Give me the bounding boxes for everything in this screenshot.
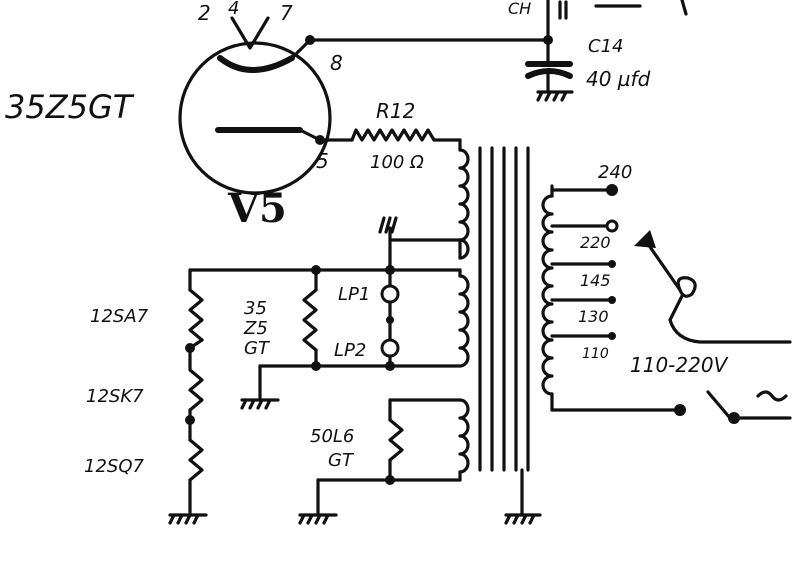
pin-7-label: 7 xyxy=(280,1,293,25)
heater-12sk7-label: 12SK7 xyxy=(86,386,144,407)
c14-value-label: 40 µfd xyxy=(586,67,651,91)
pin-8-label: 8 xyxy=(330,51,343,75)
heater-winding xyxy=(188,265,470,371)
rectifier-tube xyxy=(178,16,332,195)
heater-35z5-line3: GT xyxy=(244,338,271,359)
heater-12sq7-label: 12SQ7 xyxy=(84,456,144,477)
tube-ref-label: V5 xyxy=(227,185,287,232)
secondary-winding-upper xyxy=(378,138,470,272)
tap-240-label: 240 xyxy=(598,162,632,183)
line-switch xyxy=(706,390,792,424)
pin-2-label: 2 xyxy=(198,1,211,25)
lamp-lp2-label: LP2 xyxy=(334,340,366,361)
primary-winding xyxy=(541,184,686,416)
voltage-switch-label: 110-220V xyxy=(630,353,729,377)
tube-type-label: 35Z5GT xyxy=(5,88,135,126)
tap-145-label: 145 xyxy=(580,271,611,290)
heater-35z5 xyxy=(240,268,392,410)
heater-35z5-line2: Z5 xyxy=(243,318,268,339)
lamp-lp1-label: LP1 xyxy=(338,284,370,305)
pin-5-label: 5 xyxy=(316,149,329,173)
top-cut-label: CH xyxy=(508,0,531,18)
tap-220-label: 220 xyxy=(580,233,611,252)
heater-50l6-line1: 50L6 xyxy=(310,426,354,447)
heater-50l6-line2: GT xyxy=(328,450,355,471)
tap-selector xyxy=(634,230,792,344)
heater-12sa7-label: 12SA7 xyxy=(90,306,149,327)
tap-130-label: 130 xyxy=(578,307,609,326)
capacitor-c14 xyxy=(308,0,688,102)
secondary-winding-lower xyxy=(298,398,470,525)
heater-chain xyxy=(168,268,208,525)
r12-ref-label: R12 xyxy=(376,99,415,123)
resistor-r12 xyxy=(318,128,462,142)
c14-ref-label: C14 xyxy=(588,36,623,57)
tap-110-label: 110 xyxy=(582,346,609,362)
transformer-core xyxy=(478,146,542,525)
pin-4-label: 4 xyxy=(228,0,239,19)
heater-35z5-line1: 35 xyxy=(244,298,267,319)
r12-value-label: 100 Ω xyxy=(370,152,424,173)
